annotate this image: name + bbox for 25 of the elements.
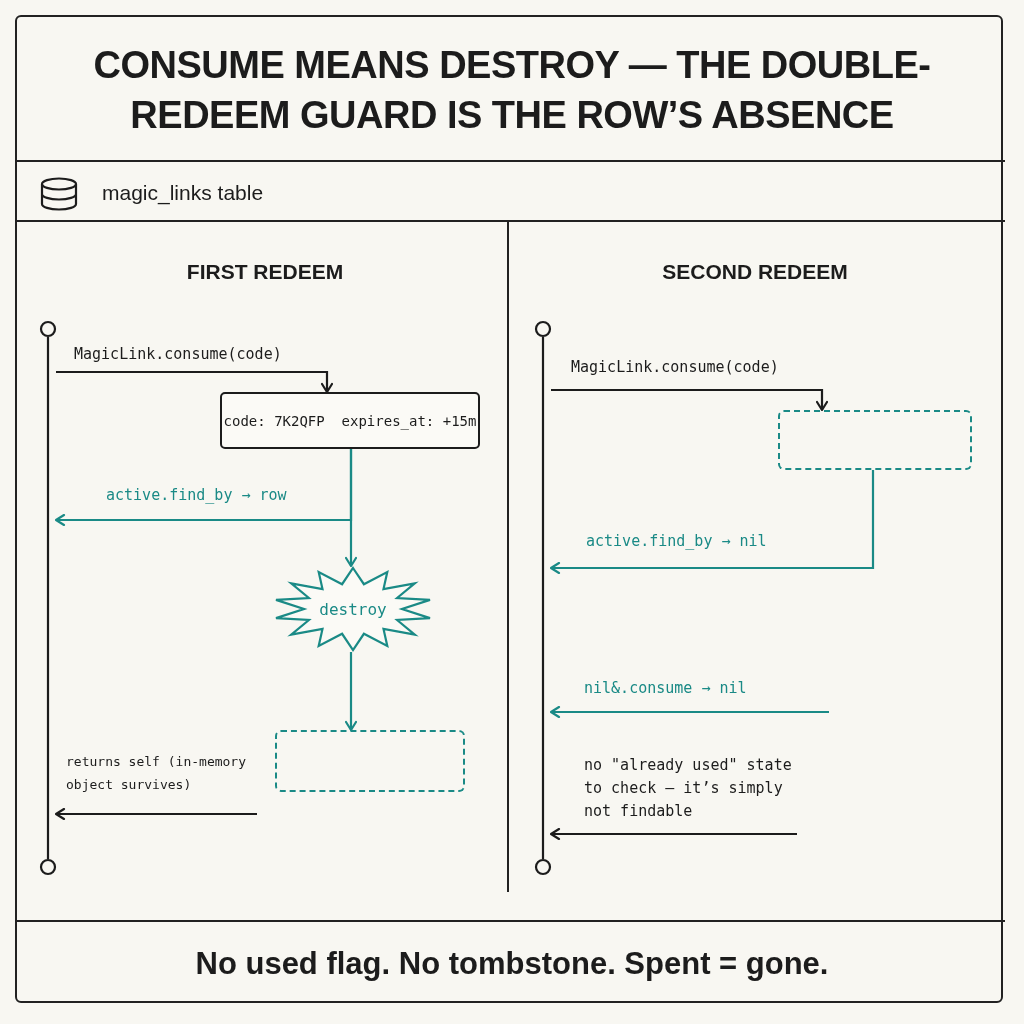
- edge-label: nil&.consume → nil: [584, 678, 747, 699]
- panel-heading: SECOND REDEEM: [661, 259, 849, 285]
- dashed-placeholder-box: [275, 730, 465, 792]
- arrow: [549, 827, 797, 841]
- arrow: [54, 807, 257, 821]
- dashed-placeholder-box: [778, 410, 972, 470]
- edge-label: active.find_by → row: [106, 485, 287, 506]
- record-box: code: 7K2QFP expires_at: +15m: [220, 392, 480, 449]
- arrow: [549, 470, 875, 575]
- table-label: magic_links table: [102, 180, 264, 206]
- arrow: [344, 449, 358, 568]
- lifeline: [40, 321, 56, 875]
- arrow: [344, 652, 358, 732]
- footer-caption: No used flag. No tombstone. Spent = gone.: [194, 945, 830, 983]
- edge-label: active.find_by → nil: [586, 531, 767, 552]
- edge-label: returns self (in-memory object survives): [66, 753, 247, 794]
- panel-heading: FIRST REDEEM: [185, 259, 345, 285]
- edge-label: no "already used" state to check — it’s simply not findable: [584, 755, 793, 822]
- edge-label: MagicLink.consume(code): [74, 344, 282, 365]
- title: CONSUME MEANS DESTROY — THE DOUBLE-REDEEM GUARD IS THE ROW’S ABSENCE: [92, 43, 932, 138]
- arrow: [56, 370, 334, 394]
- arrow: [551, 388, 829, 412]
- arrow: [549, 705, 829, 719]
- lifeline: [535, 321, 551, 875]
- edge-label: MagicLink.consume(code): [571, 357, 779, 378]
